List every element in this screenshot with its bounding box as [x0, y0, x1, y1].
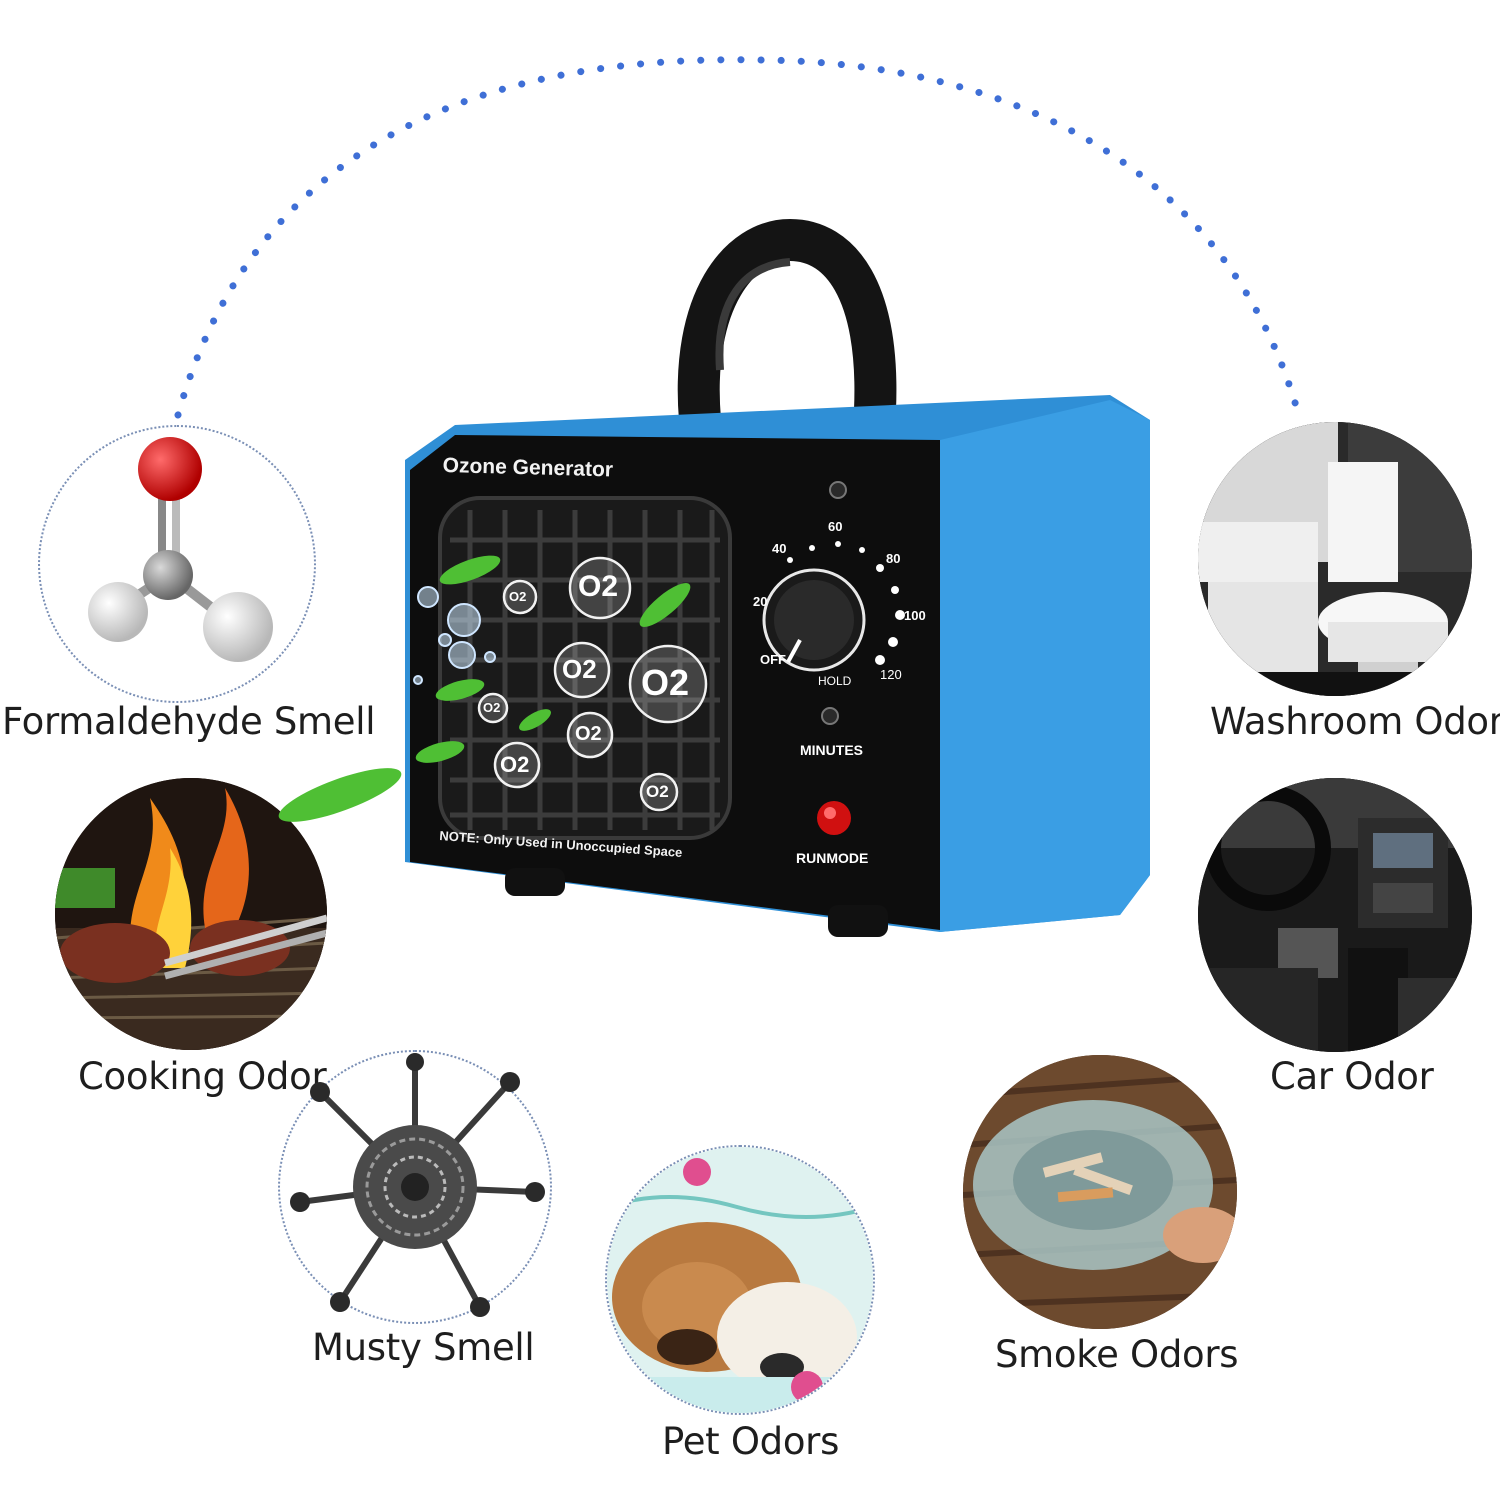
pet-circle	[605, 1145, 875, 1415]
timer-label-20: 20	[753, 594, 768, 609]
bubble-icons	[413, 586, 496, 685]
o2-label: O2	[646, 782, 669, 801]
handle	[677, 218, 897, 441]
device-title: Ozone Generator	[442, 454, 614, 482]
washroom-photo	[1198, 422, 1472, 696]
o2-bubble-rings	[477, 556, 708, 812]
musty-circle	[278, 1050, 552, 1324]
timer-label-40: 40	[772, 541, 787, 556]
smoke-label: Smoke Odors	[995, 1333, 1239, 1376]
cooking-photo	[55, 778, 327, 1050]
virus-icon	[290, 1053, 545, 1317]
timer-dial-scale	[787, 481, 905, 725]
timer-label-60: 60	[828, 519, 843, 534]
formaldehyde-circle	[38, 425, 316, 703]
o2-label: O2	[641, 662, 690, 703]
timer-knob[interactable]	[762, 568, 866, 672]
washroom-label: Washroom Odor	[1210, 700, 1500, 743]
minutes-label: MINUTES	[800, 742, 863, 758]
car-label: Car Odor	[1270, 1055, 1434, 1098]
formaldehyde-molecule-icon	[88, 437, 273, 662]
o2-label: O2	[483, 700, 501, 715]
hold-label: HOLD	[818, 674, 852, 688]
o2-label: O2	[500, 752, 530, 777]
ashtray-photo	[963, 1055, 1237, 1329]
leaf-icons	[278, 555, 691, 822]
runmode-label: RUNMODE	[796, 850, 869, 866]
timer-label-80: 80	[886, 551, 901, 566]
timer-label-off: OFF	[760, 652, 786, 667]
o2-label: O2	[509, 589, 527, 604]
o2-label: O2	[562, 654, 597, 684]
pet-photo	[607, 1147, 873, 1413]
pet-label: Pet Odors	[662, 1420, 840, 1463]
formaldehyde-label: Formaldehyde Smell	[2, 700, 376, 743]
o2-label: O2	[578, 570, 619, 603]
o2-label: O2	[575, 723, 602, 745]
musty-label: Musty Smell	[312, 1326, 535, 1369]
runmode-light	[817, 801, 851, 835]
timer-label-120: 120	[880, 667, 902, 682]
timer-label-100: 100	[904, 608, 926, 623]
cooking-label: Cooking Odor	[78, 1055, 327, 1098]
foot	[828, 905, 888, 937]
foot	[505, 868, 565, 896]
